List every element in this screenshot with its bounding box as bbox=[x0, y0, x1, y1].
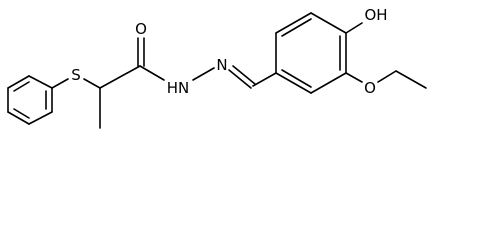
ch-to-ring-bond bbox=[252, 72, 277, 87]
thioether-bonds bbox=[51, 78, 101, 89]
sulfur-atom-label: S bbox=[71, 66, 81, 84]
ether-oxygen-label: O bbox=[364, 79, 376, 97]
chemical-structure: S O HN N OH O bbox=[7, 6, 427, 129]
hydroxyl-label: OH bbox=[364, 6, 387, 24]
phenyl-ring bbox=[7, 75, 53, 125]
imine-nitrogen-label: N bbox=[216, 56, 227, 74]
benzene-ring bbox=[275, 12, 347, 94]
imine-double-bond bbox=[228, 65, 256, 89]
amide-nitrogen-label: HN bbox=[167, 79, 190, 97]
n-n-bond bbox=[192, 67, 215, 81]
carbonyl-oxygen-label: O bbox=[135, 20, 147, 38]
propanoyl-chain bbox=[99, 37, 165, 129]
ethoxy-group bbox=[345, 70, 427, 89]
hydroxyl-bond bbox=[345, 22, 363, 34]
